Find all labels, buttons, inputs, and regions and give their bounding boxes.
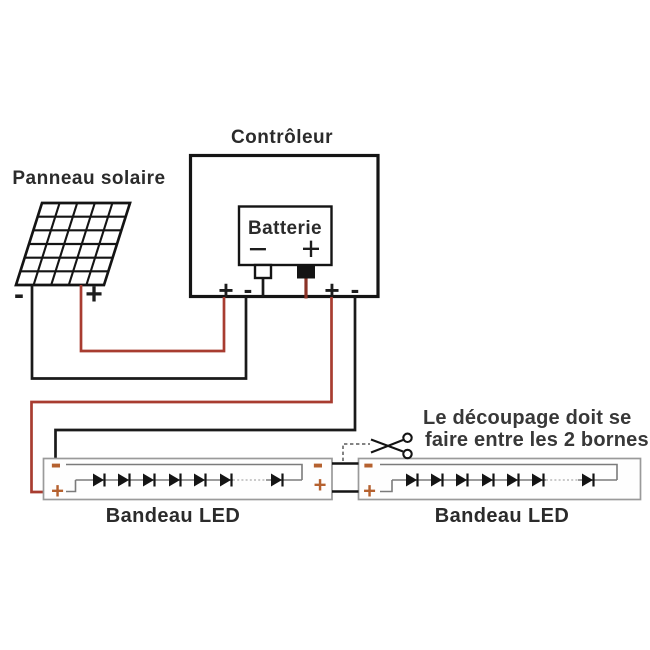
led-strip-left-label: Bandeau LED: [106, 505, 240, 527]
controller-pv-minus-label: -: [244, 274, 253, 304]
strip-right-minus-left: -: [363, 445, 374, 481]
battery-terminal-plus: [297, 264, 315, 279]
wire-panel-minus: [30, 285, 248, 380]
panel-plus-label: +: [85, 278, 103, 311]
battery-minus-symbol: −: [248, 230, 267, 267]
controller-title: Contrôleur: [231, 127, 333, 148]
battery-plus-symbol: +: [301, 230, 320, 267]
led-strip-right: - +: [357, 445, 642, 504]
led-strip-right-label: Bandeau LED: [435, 505, 569, 527]
battery-terminal-minus: [253, 263, 273, 280]
controller-pv-plus-label: +: [218, 275, 233, 305]
solar-panel-title: Panneau solaire: [12, 168, 165, 189]
panel-minus-label: -: [14, 278, 24, 311]
strip-right-plus-left: +: [363, 479, 376, 504]
battery-title: Batterie: [248, 218, 322, 239]
strip-left-minus-right: -: [313, 445, 324, 481]
note-line-1: Le découpage doit se: [423, 407, 631, 429]
solar-panel-icon: [14, 201, 132, 287]
strip-left-minus-left: -: [51, 445, 62, 481]
battery-box: Batterie − +: [237, 205, 333, 280]
controller-load-plus-label: +: [324, 275, 339, 305]
led-strip-left: - + - +: [42, 445, 333, 504]
wire-load-minus: [54, 297, 357, 459]
wire-panel-plus: [79, 285, 226, 353]
note-line-2: faire entre les 2 bornes: [425, 429, 649, 451]
scissors-icon: [370, 432, 413, 460]
controller-load-minus-label: -: [351, 274, 360, 304]
strip-left-plus-left: +: [51, 479, 64, 504]
strip-left-plus-right: +: [314, 473, 327, 498]
wire-load-plus: [30, 297, 333, 494]
